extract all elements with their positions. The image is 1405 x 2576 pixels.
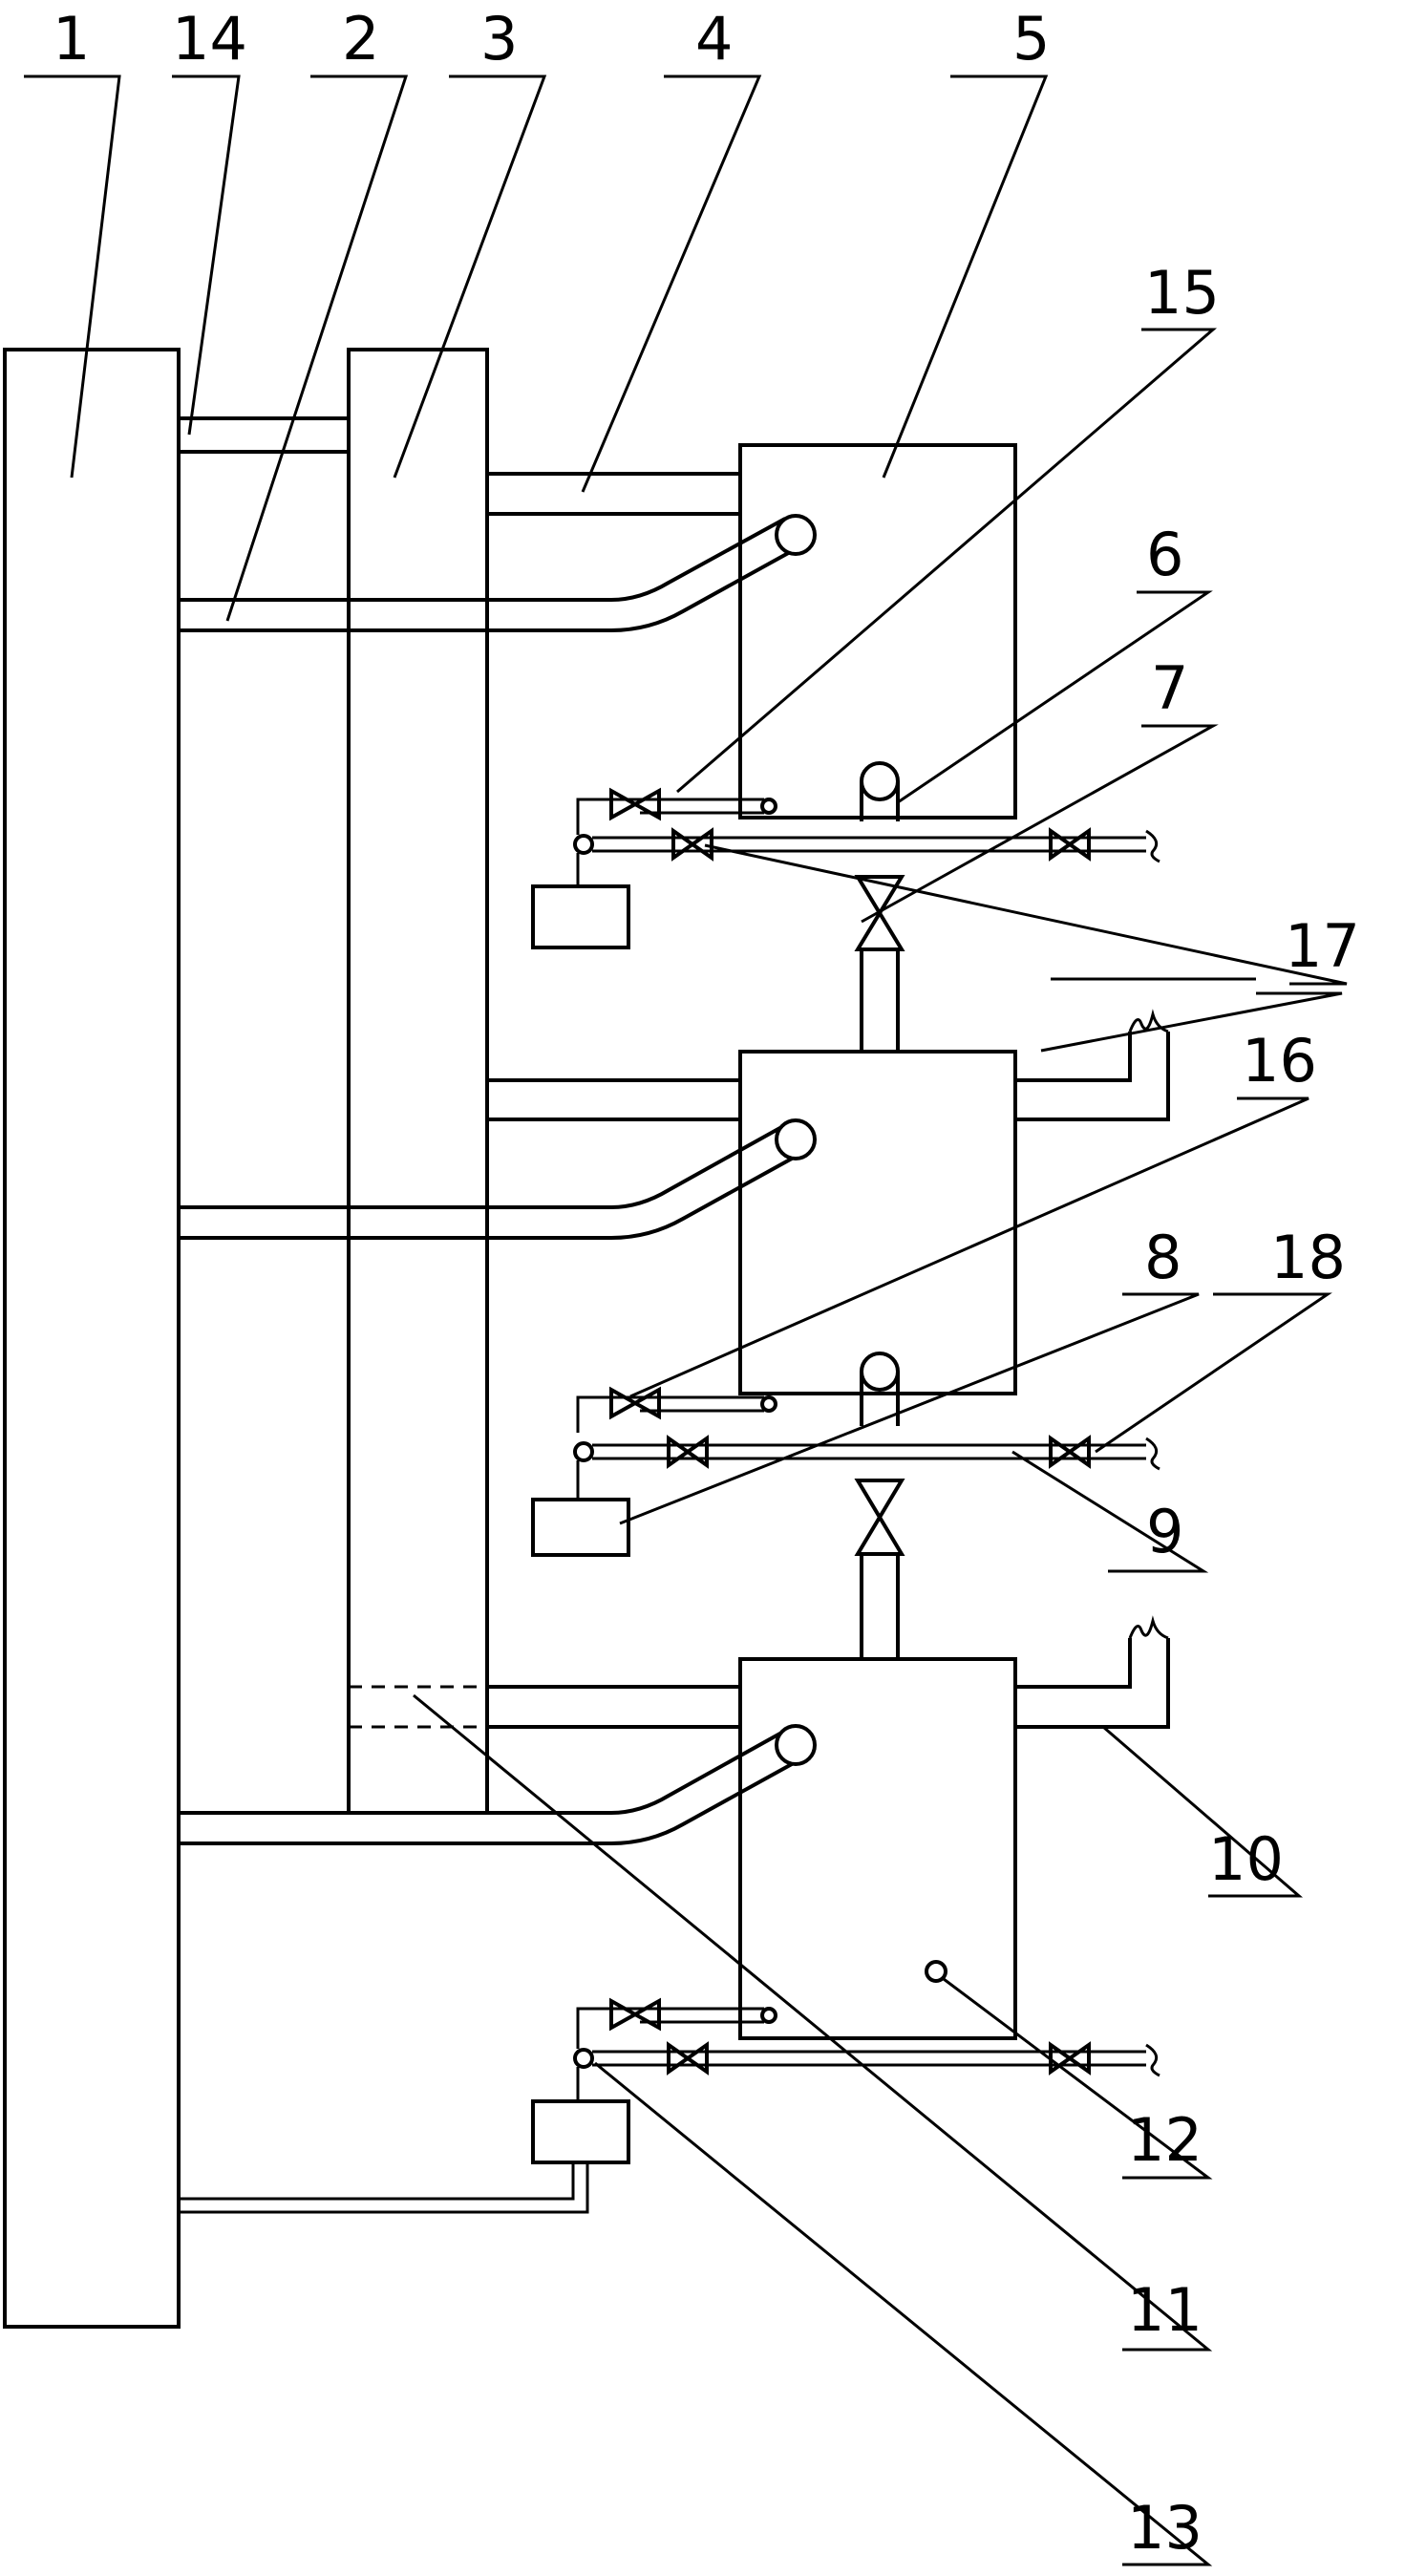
part-labels: 1 14 2 3 4 5 15 6 7 17 16 8 18 9 10 12 1… (53, 4, 1360, 2563)
label-16: 16 (1242, 1026, 1317, 1096)
label-13: 13 (1127, 2493, 1203, 2563)
leader-lines (24, 75, 1348, 2566)
pipe-15 (576, 787, 777, 835)
column-3 (347, 348, 489, 1815)
label-14: 14 (172, 4, 247, 74)
pipe-stage-3-bent (179, 1724, 817, 1845)
box-8 (531, 1498, 630, 1557)
tank-stage-2 (738, 1050, 1017, 1395)
label-12: 12 (1127, 2105, 1203, 2175)
valve-stage-2 (854, 1479, 905, 1659)
label-8: 8 (1144, 1223, 1181, 1292)
pipe-stage-2-vent (1015, 1009, 1170, 1121)
tank-stage-3 (738, 1657, 1017, 2040)
label-9: 9 (1146, 1497, 1183, 1566)
pipe-11 (349, 1685, 740, 1729)
tank-5 (738, 443, 1017, 820)
port-12 (925, 1960, 947, 1983)
valve-7 (854, 875, 905, 1052)
label-7: 7 (1151, 653, 1188, 723)
label-10: 10 (1208, 1824, 1284, 1894)
label-17: 17 (1285, 911, 1360, 981)
pipe-4 (487, 472, 740, 516)
label-4: 4 (695, 4, 733, 74)
label-3: 3 (480, 4, 518, 74)
pipe-17 (531, 827, 1160, 949)
pipe-13 (179, 2041, 1160, 2214)
pipe-2 (179, 514, 817, 632)
pipe-14 (179, 416, 349, 454)
pipe-6 (860, 761, 900, 821)
pipe-10 (1015, 1615, 1170, 1729)
pipe-stage-3-upper (576, 1997, 777, 2049)
label-11: 11 (1127, 2275, 1203, 2345)
pipe-stage-2-bent (179, 1118, 817, 1240)
label-5: 5 (1012, 4, 1050, 74)
label-18: 18 (1270, 1223, 1346, 1292)
pipe-16 (576, 1386, 777, 1433)
label-2: 2 (342, 4, 379, 74)
label-1: 1 (53, 4, 90, 74)
pipe-9 (573, 1435, 1160, 1500)
pipe-stage-2-top (860, 1352, 900, 1426)
column-1 (3, 348, 181, 2329)
label-6: 6 (1146, 520, 1183, 589)
pipe-stage-2-inlet (487, 1078, 740, 1121)
label-15: 15 (1144, 258, 1220, 328)
